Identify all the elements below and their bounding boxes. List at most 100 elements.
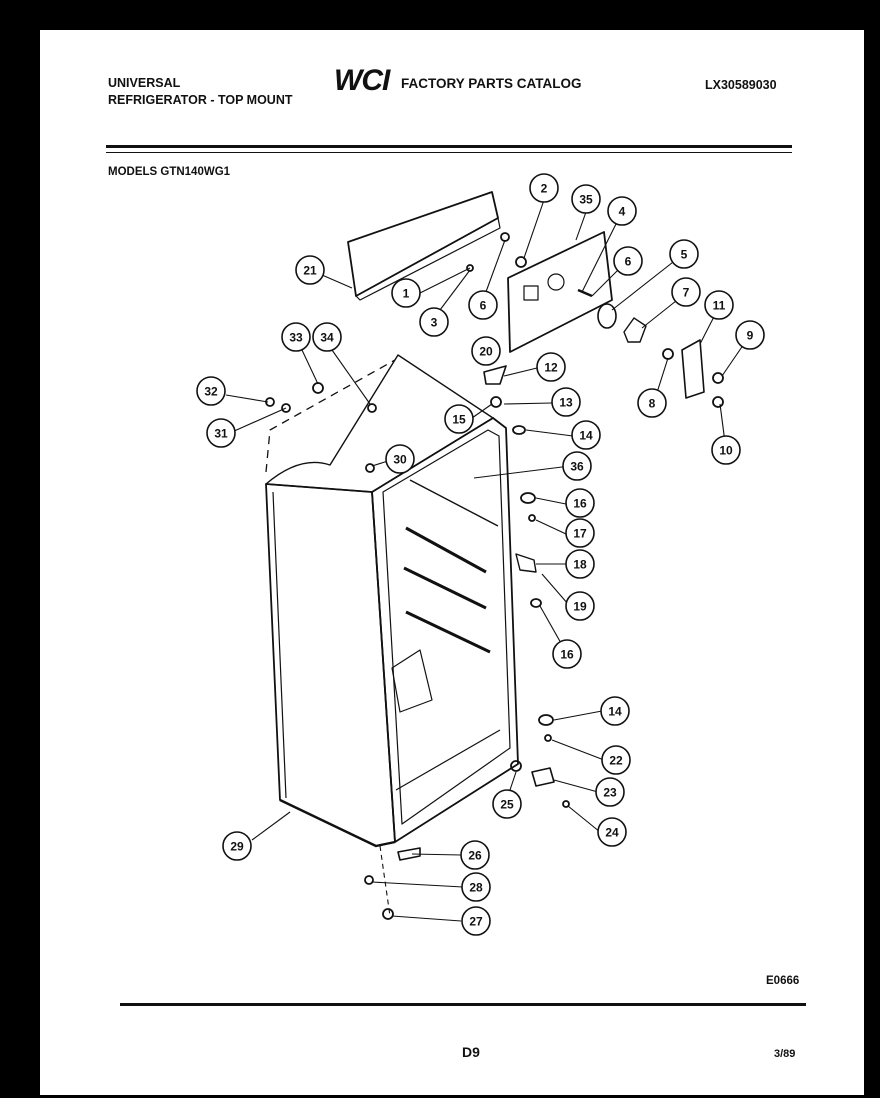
- part-callout-1: 1: [391, 278, 421, 308]
- drawing-code: E0666: [766, 975, 800, 987]
- svg-text:6: 6: [625, 255, 632, 269]
- part-callout-25: 25: [492, 789, 522, 819]
- part-callout-22: 22: [601, 745, 631, 775]
- part-callout-30: 30: [385, 444, 415, 474]
- svg-text:26: 26: [468, 849, 482, 863]
- part-callout-8: 8: [637, 388, 667, 418]
- catalog-sheet: [40, 30, 864, 1095]
- wci-logo: WCI: [334, 64, 390, 97]
- brand-line-2: REFRIGERATOR - TOP MOUNT: [108, 93, 293, 107]
- header-rule-thick: [106, 145, 792, 148]
- svg-text:32: 32: [204, 385, 218, 399]
- part-callout-23: 23: [595, 777, 625, 807]
- models-label: MODELS GTN140WG1: [108, 166, 231, 178]
- cabinet-side-line: [272, 491, 287, 799]
- svg-text:1: 1: [403, 287, 410, 301]
- svg-text:12: 12: [544, 361, 558, 375]
- svg-text:7: 7: [683, 286, 690, 300]
- svg-text:34: 34: [320, 331, 334, 345]
- thermostat-part: [597, 303, 617, 329]
- part-callout-13: 13: [551, 387, 581, 417]
- svg-text:15: 15: [452, 413, 466, 427]
- svg-text:31: 31: [214, 427, 228, 441]
- svg-text:11: 11: [713, 299, 726, 313]
- svg-text:13: 13: [559, 396, 573, 410]
- svg-text:20: 20: [479, 345, 493, 359]
- bottom-crisper-line: [395, 729, 501, 791]
- part-callout-16: 16: [565, 488, 595, 518]
- part-callout-27: 27: [461, 906, 491, 936]
- svg-text:14: 14: [608, 705, 622, 719]
- part-callout-5: 5: [669, 239, 699, 269]
- svg-text:5: 5: [681, 248, 688, 262]
- svg-text:25: 25: [500, 798, 514, 812]
- part-callout-14: 14: [600, 696, 630, 726]
- part-callout-29: 29: [222, 831, 252, 861]
- catalog-date: 3/89: [774, 1048, 796, 1060]
- svg-text:36: 36: [570, 460, 584, 474]
- page-number: D9: [462, 1044, 480, 1060]
- svg-text:18: 18: [573, 558, 587, 572]
- part-callout-34: 34: [312, 322, 342, 352]
- part-callout-19: 19: [565, 591, 595, 621]
- control-panel-window: [523, 285, 539, 301]
- svg-text:17: 17: [573, 527, 587, 541]
- leveling-leg-part: [397, 847, 421, 861]
- cabinet-bottom-edge: [279, 798, 396, 848]
- svg-text:6: 6: [480, 299, 487, 313]
- interior-bracket: [391, 649, 433, 713]
- control-panel-knob-hole: [547, 273, 565, 291]
- part-callout-31: 31: [206, 418, 236, 448]
- part-callout-20: 20: [471, 336, 501, 366]
- part-callout-2: 2: [529, 173, 559, 203]
- shelf-rail-2: [403, 566, 487, 610]
- light-socket-part: [681, 339, 705, 399]
- svg-text:22: 22: [609, 754, 623, 768]
- top-trim-lip: [355, 217, 501, 301]
- svg-text:16: 16: [573, 497, 587, 511]
- part-callout-32: 32: [196, 376, 226, 406]
- thermostat-dial-part: [623, 317, 647, 343]
- svg-text:3: 3: [431, 316, 438, 330]
- part-callout-12: 12: [536, 352, 566, 382]
- svg-text:28: 28: [469, 881, 483, 895]
- part-callout-18: 18: [565, 549, 595, 579]
- part-callout-14: 14: [571, 420, 601, 450]
- part-callout-16: 16: [552, 639, 582, 669]
- catalog-title: FACTORY PARTS CATALOG: [401, 76, 582, 91]
- footer-rule: [120, 1003, 806, 1006]
- part-callout-9: 9: [735, 320, 765, 350]
- svg-text:24: 24: [605, 826, 619, 840]
- svg-text:33: 33: [289, 331, 303, 345]
- svg-text:30: 30: [393, 453, 407, 467]
- cabinet-rear-dashed: [265, 359, 396, 473]
- svg-text:10: 10: [719, 444, 733, 458]
- part-callout-10: 10: [711, 435, 741, 465]
- top-trim-part: [347, 191, 499, 297]
- svg-text:9: 9: [747, 329, 754, 343]
- svg-text:19: 19: [573, 600, 587, 614]
- control-panel-part: [507, 231, 613, 353]
- part-callout-36: 36: [562, 451, 592, 481]
- svg-text:8: 8: [649, 397, 656, 411]
- svg-text:4: 4: [619, 205, 626, 219]
- part-callout-26: 26: [460, 840, 490, 870]
- part-callout-11: 11: [704, 290, 734, 320]
- part-callout-33: 33: [281, 322, 311, 352]
- part-callout-6: 6: [613, 246, 643, 276]
- svg-text:35: 35: [579, 193, 593, 207]
- part-callout-3: 3: [419, 307, 449, 337]
- svg-text:27: 27: [469, 915, 483, 929]
- part-callout-15: 15: [444, 404, 474, 434]
- svg-text:16: 16: [560, 648, 574, 662]
- svg-text:21: 21: [303, 264, 317, 278]
- shelf-rail-1: [405, 526, 487, 574]
- part-callout-24: 24: [597, 817, 627, 847]
- bottom-hinge-part: [531, 767, 555, 787]
- part-callout-28: 28: [461, 872, 491, 902]
- svg-text:29: 29: [230, 840, 244, 854]
- part-callout-17: 17: [565, 518, 595, 548]
- cabinet-top-panel: [265, 354, 494, 493]
- cabinet-inner-opening: [382, 429, 511, 825]
